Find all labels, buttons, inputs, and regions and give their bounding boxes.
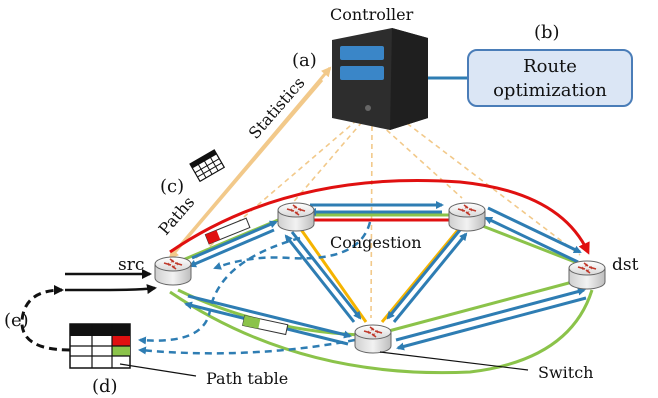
- label-d: (d): [92, 376, 118, 397]
- route-optimization-line2: optimization: [493, 80, 607, 101]
- path-table-leader-line: [119, 363, 197, 377]
- router-icon: [448, 202, 486, 232]
- path-table: [69, 323, 131, 369]
- label-e: (e): [4, 310, 29, 331]
- label-b: (b): [534, 22, 560, 43]
- switch-leader-line: [379, 351, 529, 371]
- router-icon: [354, 324, 392, 354]
- orange-paths: [298, 227, 460, 323]
- control-arrows: [168, 66, 332, 260]
- router-icon: [277, 202, 315, 232]
- server-icon: [332, 28, 428, 130]
- red-path: [169, 178, 590, 255]
- source-input-arrows: [65, 269, 157, 295]
- controller-dashed-links: [195, 117, 581, 319]
- route-optimization-line1: Route: [523, 56, 577, 77]
- congestion-label: Congestion: [330, 233, 422, 252]
- switch-label: Switch: [538, 363, 593, 382]
- queue-indicator-red: [204, 217, 251, 245]
- label-a: (a): [292, 50, 317, 71]
- router-icon: [154, 256, 192, 286]
- path-table-label: Path table: [206, 369, 288, 388]
- controller-label: Controller: [330, 5, 414, 24]
- route-optimization-box: [467, 49, 633, 107]
- queue-indicator-green: [242, 314, 289, 336]
- label-c: (c): [160, 176, 184, 197]
- dashed-feedback-paths: [138, 221, 372, 355]
- src-label: src: [118, 255, 144, 275]
- router-icon: [568, 260, 606, 290]
- loop-e-dashed-arrow: [20, 285, 71, 352]
- dst-label: dst: [612, 255, 639, 275]
- grid-table-icon: [189, 149, 226, 183]
